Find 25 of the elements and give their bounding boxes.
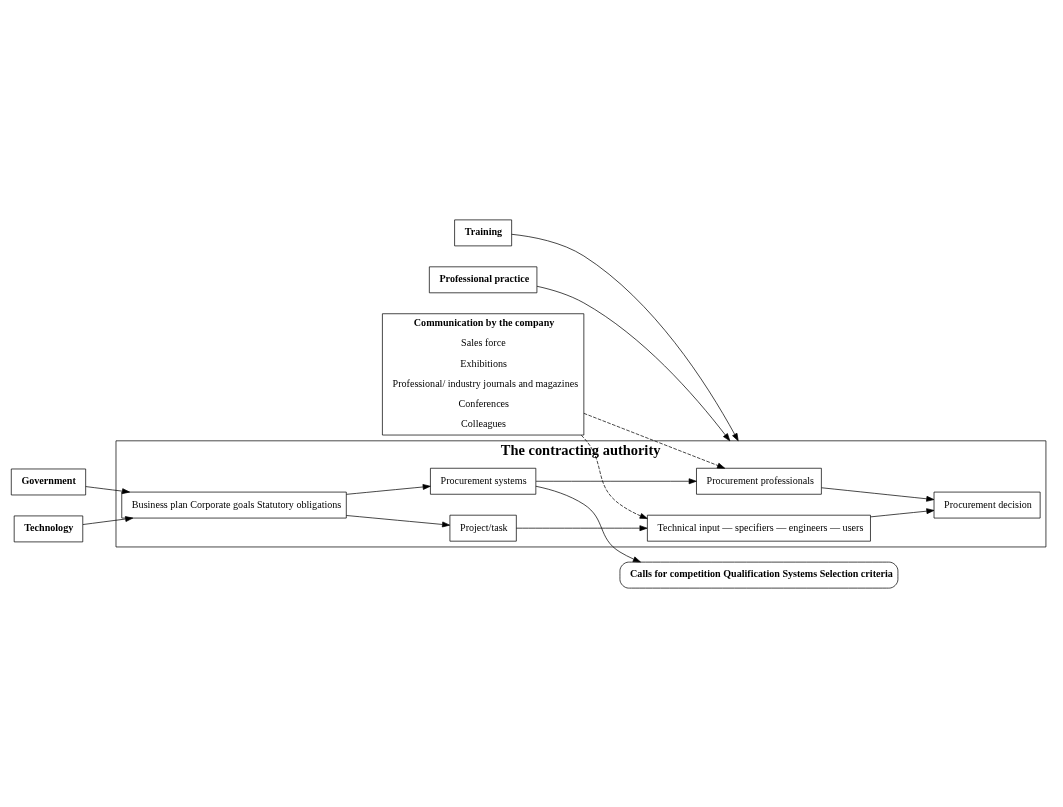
arrow [583,412,726,469]
arrow [346,514,451,527]
node-box: Project/task [449,514,517,542]
arrow [821,486,935,502]
node-box: Calls for competition Qualification Systems Selection criteria [619,561,899,588]
arrow [85,485,130,494]
arrow [870,507,935,517]
arrow [511,233,739,441]
node-box: Technical input — specifiers — engineers — users [647,514,871,542]
arrow [82,515,134,525]
node-box: Procurement systems [430,467,537,495]
node-box: Professional practice [428,265,538,293]
node-box: Technology [13,515,84,542]
node-box: Communication by the company Sales force Exhibitions Professional/ industry journals and magazines Conferences Colleagues [382,312,585,435]
arrow [535,477,697,484]
node-box: Government [10,468,86,495]
node-box: Training [454,219,512,246]
arrow [580,434,648,519]
node-box: Business plan Corporate goals Statutory obligations [121,491,347,518]
node-box: Procurement professionals [696,467,822,495]
node-box: Procurement decision [933,491,1041,518]
arrow [536,285,731,441]
arrow [516,524,648,531]
arrow [535,485,641,562]
arrow [346,483,431,495]
